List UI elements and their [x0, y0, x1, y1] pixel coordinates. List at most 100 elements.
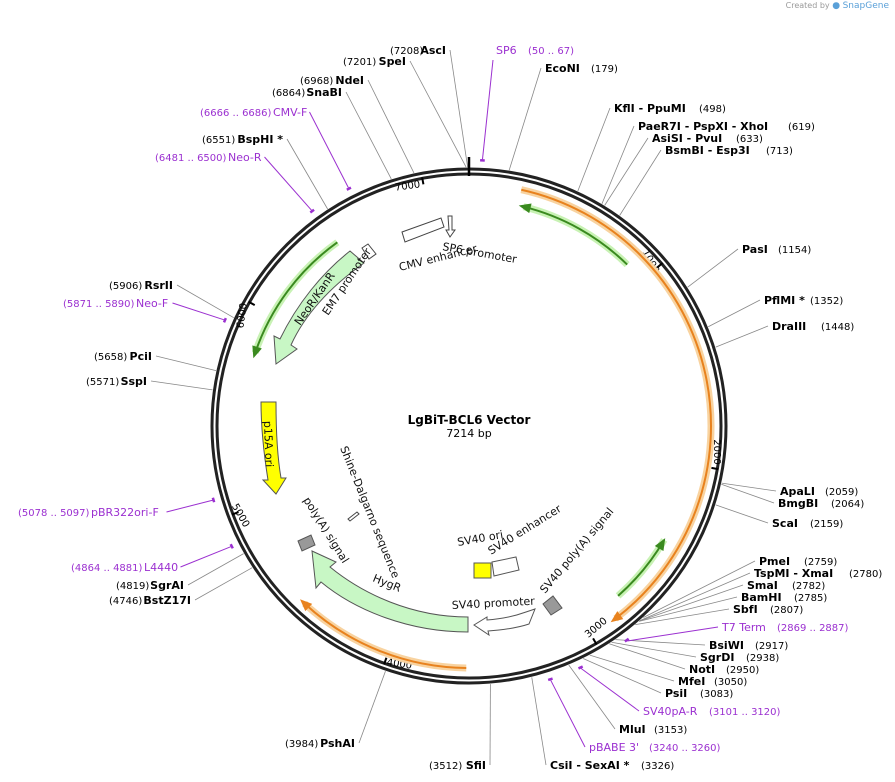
enzyme-site-position: (1154)	[778, 245, 811, 256]
enzyme-site-label[interactable]: DraIII	[772, 320, 806, 333]
enzyme-site-label[interactable]: SbfI	[733, 603, 758, 616]
primer-label[interactable]: SV40pA-R	[643, 705, 698, 718]
enzyme-site-label[interactable]: SpeI	[379, 55, 406, 68]
enzyme-site-position: (1448)	[821, 322, 854, 333]
enzyme-site-label[interactable]: BstZ17I	[143, 594, 191, 607]
enzyme-site-label[interactable]: SgrDI	[700, 651, 734, 664]
enzyme-site-label[interactable]: BmgBI	[778, 497, 818, 510]
scale-tick	[248, 300, 256, 307]
primer-leader-line	[264, 156, 312, 211]
green-arc-top-glow	[522, 203, 630, 268]
primer-label[interactable]: Neo-F	[136, 297, 168, 310]
feature-em7-promoter[interactable]	[361, 243, 377, 260]
orange-arc-bottom	[303, 602, 467, 669]
enzyme-site-label[interactable]: ScaI	[772, 517, 798, 530]
feature-cmv-enhancer[interactable]	[401, 217, 445, 243]
enzyme-site-label[interactable]: SmaI	[747, 579, 778, 592]
enzyme-site-label[interactable]: CsiI - SexAI *	[550, 759, 630, 772]
feature-hygr[interactable]	[311, 550, 469, 633]
green-arc-top	[523, 205, 628, 266]
primer-leader-line	[180, 546, 232, 568]
enzyme-site-label[interactable]: AscI	[420, 44, 446, 57]
enzyme-site-position: (2785)	[794, 593, 827, 604]
feature-polya-signal[interactable]	[297, 534, 316, 552]
enzyme-site-label[interactable]: PsiI	[665, 687, 687, 700]
enzyme-site-position: (2064)	[831, 499, 864, 510]
credit-prefix: Created by	[785, 1, 830, 10]
green-arc-top-arrowhead	[518, 203, 532, 214]
enzyme-site-position: (5658)	[94, 352, 127, 363]
primer-label[interactable]: Neo-R	[228, 151, 262, 164]
primer-label[interactable]: pBABE 3'	[589, 741, 639, 754]
enzyme-site-label[interactable]: SnaBI	[306, 86, 342, 99]
primer-label[interactable]: L4440	[144, 561, 178, 574]
enzyme-site-label[interactable]: SgrAI	[150, 579, 184, 592]
enzyme-leader-line	[187, 553, 244, 586]
feature-neor-kanr[interactable]	[273, 250, 365, 365]
enzyme-leader-line	[286, 138, 328, 210]
feature-shine-dalgarno[interactable]	[347, 511, 360, 522]
enzyme-site-position: (2917)	[755, 641, 788, 652]
enzyme-leader-line	[715, 325, 769, 348]
enzyme-site-position: (633)	[736, 134, 763, 145]
credit-brand: SnapGene	[842, 1, 889, 11]
enzyme-site-label[interactable]: MluI	[619, 723, 646, 736]
feature-label-cmv-enhancer: CMV enhancer	[398, 242, 479, 274]
enzyme-site-position: (3153)	[654, 725, 687, 736]
enzyme-site-position: (3512)	[429, 761, 462, 772]
enzyme-site-label[interactable]: BsiWI	[709, 639, 744, 652]
enzyme-site-label[interactable]: BspHI *	[237, 133, 283, 146]
scale-tick	[231, 511, 239, 516]
enzyme-leader-line	[708, 299, 761, 328]
enzyme-site-position: (2807)	[770, 605, 803, 616]
scale-tick-label: 6000	[235, 302, 249, 329]
feature-sp6-promoter[interactable]	[445, 215, 456, 238]
primer-label[interactable]: pBR322ori-F	[91, 506, 159, 519]
enzyme-site-label[interactable]: PaeR7I - PspXI - XhoI	[638, 120, 768, 133]
enzyme-leader-line	[345, 91, 392, 180]
enzyme-site-label[interactable]: TspMI - XmaI	[754, 567, 833, 580]
enzyme-leader-line	[721, 482, 777, 492]
enzyme-site-label[interactable]: SfiI	[466, 759, 486, 772]
enzyme-leader-line	[611, 641, 697, 658]
primer-site-marker	[624, 637, 630, 643]
enzyme-site-label[interactable]: PciI	[130, 350, 152, 363]
enzyme-site-position: (6864)	[272, 88, 305, 99]
enzyme-site-label[interactable]: PshAI	[320, 737, 355, 750]
primer-label[interactable]: T7 Term	[721, 621, 766, 634]
enzyme-site-label[interactable]: NotI	[689, 663, 715, 676]
primer-leader-line	[166, 499, 213, 513]
enzyme-leader-line	[358, 671, 386, 744]
feature-sv40-enhancer[interactable]	[491, 556, 520, 577]
enzyme-site-label[interactable]: PasI	[742, 243, 768, 256]
enzyme-site-label[interactable]: NdeI	[335, 74, 364, 87]
enzyme-site-position: (6968)	[300, 76, 333, 87]
primer-label[interactable]: CMV-F	[273, 106, 307, 119]
enzyme-site-label[interactable]: AsiSI - PvuI	[652, 132, 722, 145]
green-arc-right-glow	[615, 538, 668, 599]
enzyme-site-label[interactable]: PmeI	[759, 555, 790, 568]
enzyme-leader-line	[176, 284, 234, 319]
arc-features	[251, 186, 715, 672]
enzyme-site-position: (3050)	[714, 677, 747, 688]
enzyme-leader-line	[508, 67, 542, 171]
enzyme-site-label[interactable]: RsrII	[144, 279, 173, 292]
feature-sv40-ori[interactable]	[473, 562, 492, 579]
feature-sv40-promoter[interactable]	[473, 608, 536, 637]
enzyme-site-label[interactable]: BsmBI - Esp3I	[665, 144, 750, 157]
enzyme-site-label[interactable]: BamHI	[741, 591, 782, 604]
enzyme-leader-line	[639, 584, 744, 622]
enzyme-site-label[interactable]: KflI - PpuMI	[614, 102, 686, 115]
primer-label[interactable]: SP6	[496, 44, 517, 57]
feature-p15a-ori[interactable]	[260, 401, 287, 495]
enzyme-site-position: (498)	[699, 104, 726, 115]
enzyme-site-label[interactable]: SspI	[121, 375, 147, 388]
enzyme-site-position: (2759)	[804, 557, 837, 568]
enzyme-site-label[interactable]: PflMI *	[764, 294, 805, 307]
enzyme-leader-line	[531, 677, 547, 766]
enzyme-site-label[interactable]: ApaLI	[780, 485, 815, 498]
enzyme-site-label[interactable]: MfeI	[678, 675, 705, 688]
feature-sv40-polya-signal[interactable]	[542, 595, 563, 616]
enzyme-site-label[interactable]: EcoNI	[545, 62, 580, 75]
